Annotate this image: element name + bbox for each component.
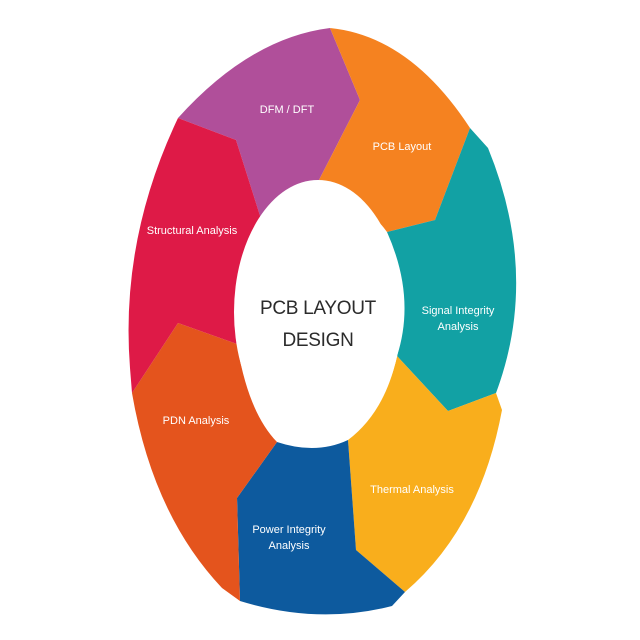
label-signal-integrity-line-1: Signal Integrity [422, 305, 495, 317]
segment-structural [128, 118, 262, 393]
label-dfm-dft: DFM / DFT [260, 104, 315, 116]
label-signal-integrity-line-2: Analysis [438, 321, 479, 333]
segment-power-integrity [237, 440, 405, 615]
segment-pcb-layout [318, 28, 470, 232]
segment-dfm-dft [178, 28, 360, 222]
label-pdn: PDN Analysis [163, 415, 230, 427]
label-thermal: Thermal Analysis [370, 484, 454, 496]
label-power-integrity-line-2: Analysis [269, 540, 310, 552]
segment-thermal [348, 356, 502, 592]
label-pcb-layout: PCB Layout [373, 141, 432, 153]
center-title-line-1: PCB LAYOUT [260, 298, 377, 319]
label-structural: Structural Analysis [147, 225, 238, 237]
segment-pdn [132, 323, 277, 601]
label-power-integrity-line-1: Power Integrity [252, 524, 326, 536]
center-title-line-2: DESIGN [282, 330, 353, 351]
center-hub [234, 180, 402, 444]
segment-signal-integrity [387, 128, 517, 411]
